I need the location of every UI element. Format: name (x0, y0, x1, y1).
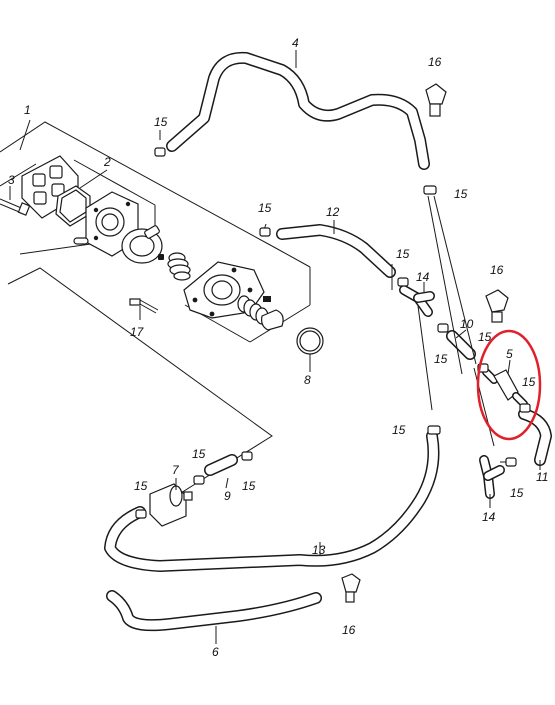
filter-part-5 (482, 359, 528, 408)
hose-part-9 (204, 454, 238, 489)
callout-15-c: 15 (396, 247, 410, 261)
connector-part-14-upper (391, 264, 435, 411)
clips-part-15 (135, 147, 531, 519)
fitting-part-7 (149, 478, 193, 527)
callout-15-b: 15 (258, 201, 272, 215)
o-ring-part-8 (296, 327, 324, 372)
callout-16-b: 16 (490, 263, 504, 277)
callout-2: 2 (103, 155, 111, 169)
callout-11: 11 (536, 470, 548, 484)
callout-10: 10 (460, 317, 474, 331)
callout-5: 5 (506, 347, 513, 361)
callout-16-c: 16 (342, 623, 356, 637)
hose-part-11 (518, 408, 552, 470)
diaphragm (121, 225, 163, 264)
connector-part-14-lower (479, 455, 505, 508)
bolt-part-17 (129, 298, 159, 320)
callout-9: 9 (224, 489, 231, 503)
callout-12: 12 (326, 205, 340, 219)
callout-1: 1 (24, 103, 31, 117)
hose-part-12 (276, 220, 396, 278)
callout-13: 13 (312, 543, 326, 557)
callout-14-lower: 14 (482, 510, 496, 524)
callout-15-g: 15 (522, 375, 536, 389)
spring-small (158, 252, 191, 281)
gasket-part-2 (55, 169, 108, 227)
callout-15-e: 15 (478, 330, 492, 344)
callout-15-i: 15 (510, 486, 524, 500)
hose-part-6 (106, 590, 322, 644)
callout-15-l: 15 (242, 479, 256, 493)
highlight-ellipse (476, 329, 542, 441)
callout-15-d: 15 (454, 187, 468, 201)
screw-part-3 (0, 186, 31, 216)
callout-6: 6 (212, 645, 219, 659)
callout-14-upper: 14 (416, 270, 430, 284)
callout-15-k: 15 (192, 447, 206, 461)
callout-15-a: 15 (154, 115, 168, 129)
callout-15-j: 15 (134, 479, 148, 493)
callout-17: 17 (130, 325, 145, 339)
callout-3: 3 (8, 173, 15, 187)
callout-15-h: 15 (392, 423, 406, 437)
callout-7: 7 (172, 463, 180, 477)
callout-labels: 1 2 3 4 5 6 7 8 9 10 11 12 13 14 14 15 1… (8, 36, 548, 659)
callout-16-a: 16 (428, 55, 442, 69)
callout-15-f: 15 (434, 352, 448, 366)
spring-large (237, 295, 284, 331)
hose-part-13 (104, 430, 440, 572)
callout-4: 4 (292, 36, 299, 50)
callout-8: 8 (304, 373, 311, 387)
hose-part-4 (166, 50, 430, 170)
brackets-part-16 (341, 83, 509, 603)
